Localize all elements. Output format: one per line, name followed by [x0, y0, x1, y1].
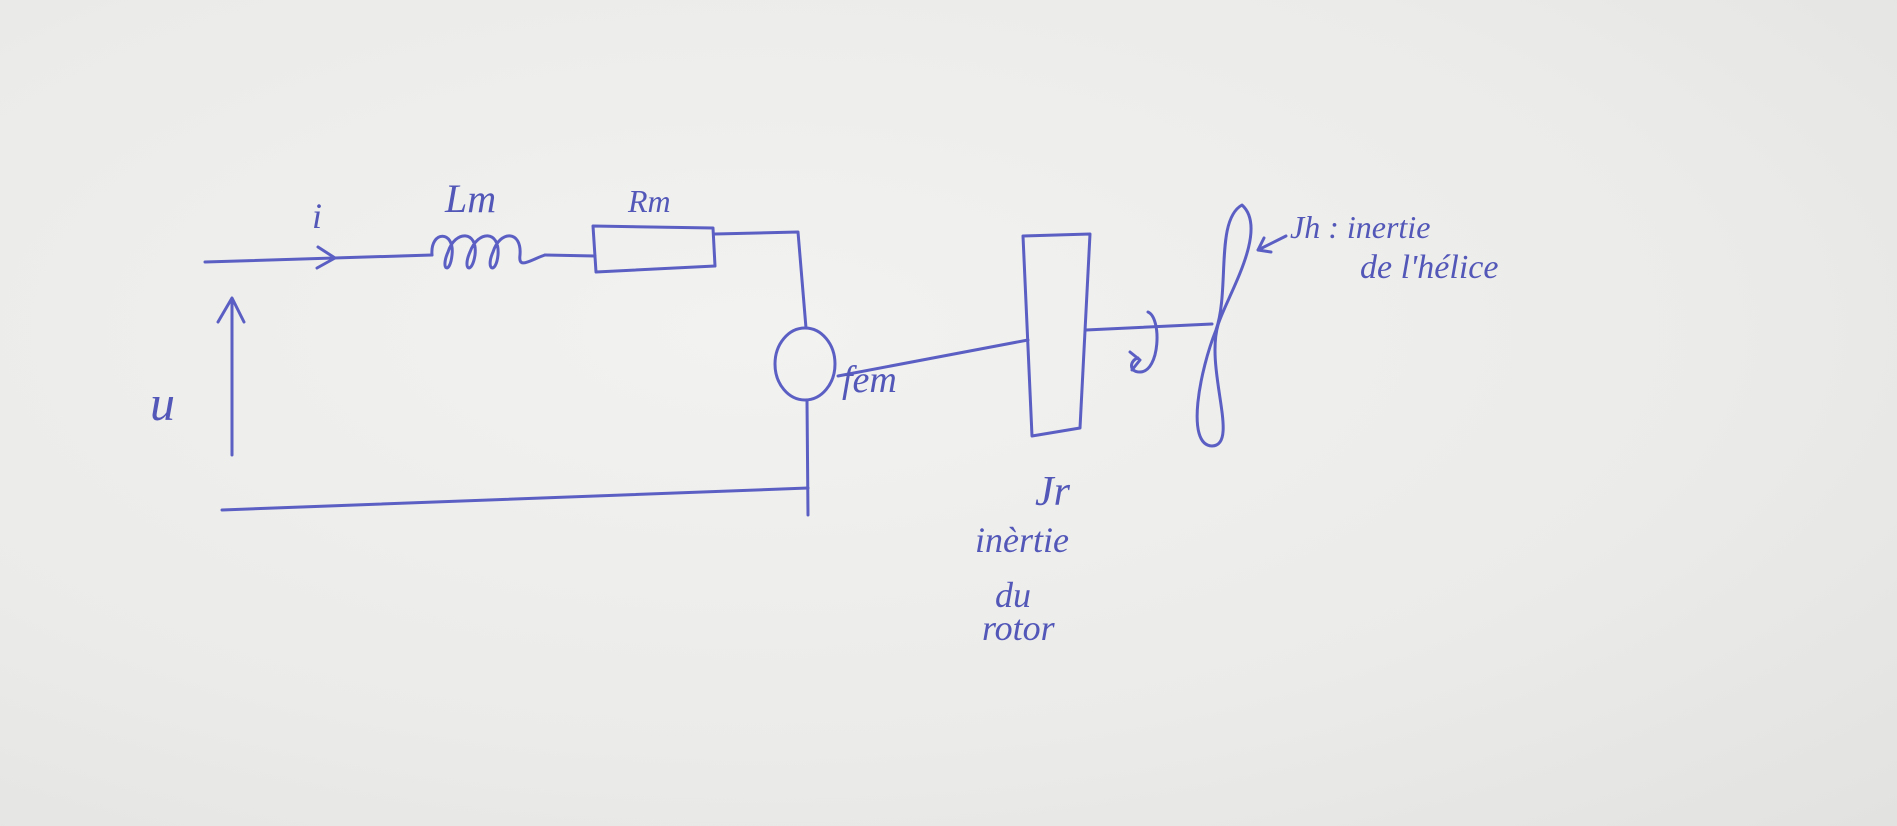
rotation-arrow-icon: [1128, 310, 1159, 374]
rotor-inertia-block: [1021, 232, 1092, 438]
propeller-pointer-arrow-icon: [1256, 234, 1288, 254]
top-wire: [203, 253, 434, 264]
propeller-inertia-symbol: Jh : inertie: [1290, 209, 1430, 245]
wire-motor-bottom: [805, 398, 810, 517]
inductor-lm: [430, 234, 547, 270]
rotor-inertia-symbol: Jr: [1035, 469, 1071, 515]
motor-shaft: [836, 338, 1030, 378]
voltage-label: u: [150, 375, 175, 431]
wire-r-motor: [713, 230, 808, 330]
resistance-label: Rm: [627, 183, 671, 219]
motor-emf-source: [773, 326, 837, 402]
voltage-arrow-icon: [216, 296, 246, 457]
wire-l-r: [543, 253, 597, 258]
inductance-label: Lm: [444, 176, 496, 221]
current-label: i: [312, 196, 322, 236]
propeller-desc: de l'hélice: [1360, 249, 1498, 286]
propeller: [1195, 203, 1253, 448]
resistor-rm: [591, 224, 717, 274]
emf-label: fem: [842, 359, 897, 401]
current-arrow-icon: [315, 245, 337, 270]
propeller-shaft: [1084, 322, 1214, 332]
bottom-wire: [220, 486, 810, 512]
rotor-desc-line3: rotor: [982, 608, 1056, 648]
rotor-desc-line2: du: [995, 575, 1031, 615]
rotor-desc-line1: inèrtie: [975, 520, 1069, 560]
